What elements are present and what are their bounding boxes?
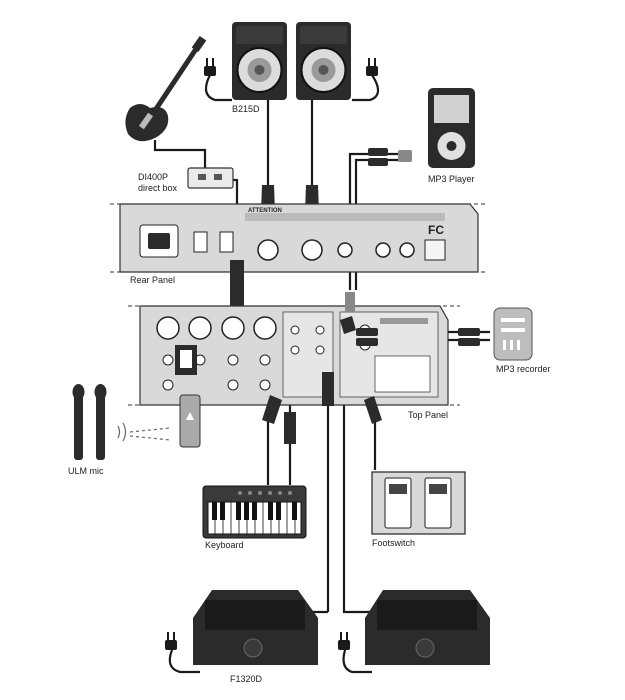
power-plug-icon: [204, 58, 216, 76]
di-box: [187, 167, 234, 189]
monitor-label: F1320D: [230, 674, 263, 684]
monitor-right-cable: [342, 380, 380, 614]
monitor-left: [193, 590, 318, 665]
wireless-signal-icon: [117, 422, 171, 442]
speaker-left: [232, 22, 287, 100]
top-panel: [128, 305, 460, 406]
monitor-right: [365, 590, 490, 665]
power-plug-icon: [366, 58, 378, 76]
footswitch-label: Footswitch: [372, 538, 416, 548]
power-plug-icon: [338, 632, 350, 650]
rca-plug-icon: [368, 148, 412, 166]
speaker-left-power-cord: [204, 74, 232, 102]
di-box-label-line1: DI400P: [138, 172, 169, 182]
speakers-label: B215D: [232, 104, 260, 114]
monitor-left-power-cord: [168, 649, 200, 674]
rear-panel: [110, 203, 488, 273]
usb-receiver-icon: [179, 394, 201, 448]
jack-plug-icon: [262, 292, 382, 444]
rear-panel-label: Rear Panel: [130, 275, 176, 285]
keyboard-label: Keyboard: [205, 540, 244, 550]
guitar-cable: [153, 140, 207, 168]
mp3-recorder-icon: [493, 307, 533, 361]
guitar-icon: [125, 35, 207, 142]
monitor-right-power-cord: [342, 649, 372, 674]
speaker-right-power-cord: [352, 74, 380, 102]
top-panel-label: Top Panel: [408, 410, 449, 420]
mp3-player-icon: [428, 88, 475, 168]
ulm-mic-label: ULM mic: [68, 466, 104, 476]
footswitch-icon: [371, 471, 466, 535]
mp3-player-label: MP3 Player: [428, 174, 475, 184]
di-box-label-line2: direct box: [138, 183, 178, 193]
mp3-recorder-label: MP3 recorder: [496, 364, 551, 374]
wireless-mic-icon: [72, 384, 107, 460]
power-plug-icon: [165, 632, 177, 650]
speaker-right: [296, 22, 351, 100]
attention-text: ATTENTION: [248, 208, 282, 214]
keyboard-icon: [202, 485, 307, 539]
fcc-mark: FC: [428, 223, 444, 237]
rca-plug-icon: [356, 328, 480, 346]
